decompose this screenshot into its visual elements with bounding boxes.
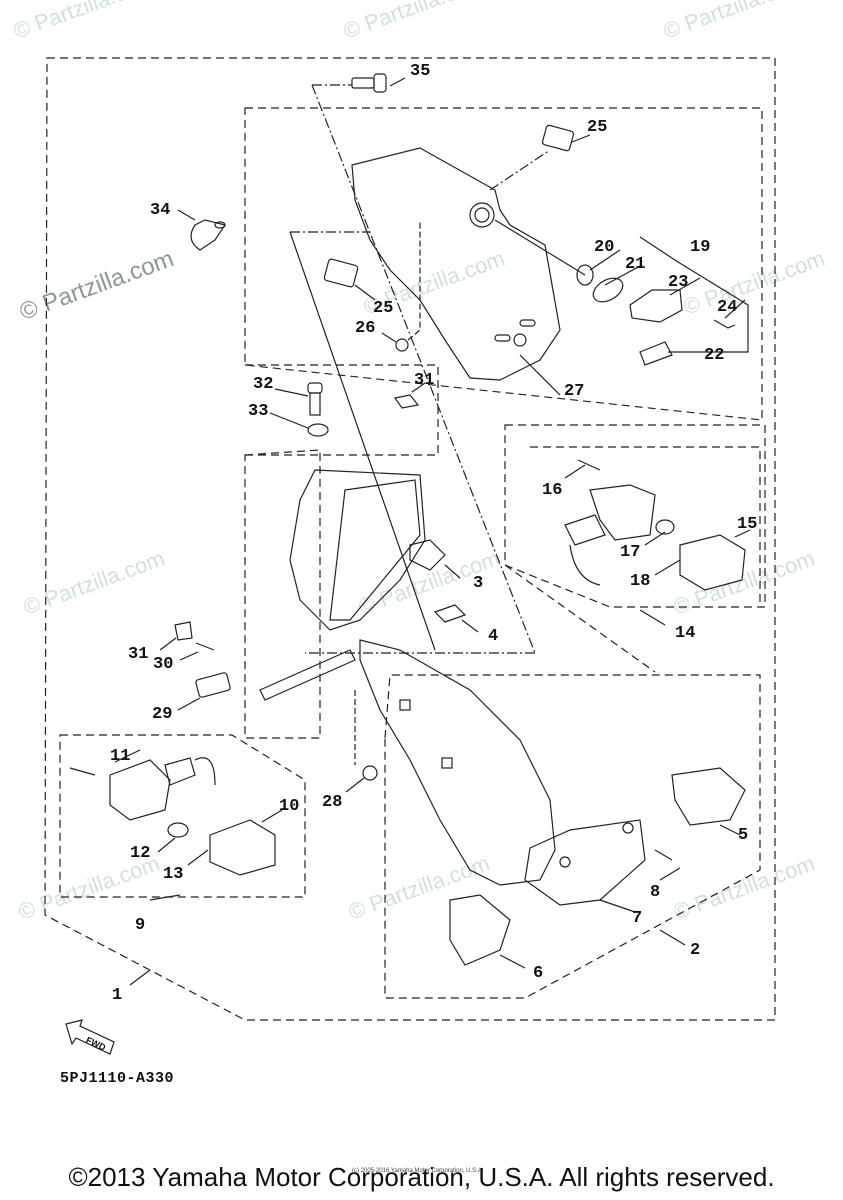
nut-28 xyxy=(345,690,378,793)
callout-8: 8 xyxy=(650,883,660,902)
screw-11 xyxy=(69,767,96,776)
screw-24 xyxy=(713,319,736,329)
plate-bracket xyxy=(259,649,356,701)
callout-28: 28 xyxy=(322,793,342,812)
callout-7: 7 xyxy=(632,909,642,928)
bulb-12 xyxy=(167,822,189,838)
boundary-bracket-group xyxy=(244,107,763,421)
callout-31-lower: 31 xyxy=(128,645,148,664)
o-ring-21 xyxy=(592,277,624,303)
cover-7 xyxy=(524,819,646,913)
callout-25-lower: 25 xyxy=(373,299,393,318)
callout-22: 22 xyxy=(704,346,724,365)
callout-21: 21 xyxy=(625,255,645,274)
forward-direction-icon: FWD xyxy=(65,1019,115,1055)
flasher-right xyxy=(564,459,751,626)
boundary-bolt-group xyxy=(245,364,439,456)
rear-fender xyxy=(359,639,556,886)
grommet-25-upper xyxy=(541,124,591,152)
clip-31-lower xyxy=(159,621,193,651)
callout-30: 30 xyxy=(153,655,173,674)
lens-10 xyxy=(209,819,276,876)
lens-15 xyxy=(679,534,746,591)
callout-16: 16 xyxy=(542,481,562,500)
small-copyright-text: (c) 2005-2016 Yamaha Motor Corporation, … xyxy=(352,1168,484,1174)
callout-9: 9 xyxy=(135,916,145,935)
diagram-code: 5PJ1110-A330 xyxy=(60,1070,175,1087)
callout-14: 14 xyxy=(675,624,695,643)
washer-33 xyxy=(269,412,329,437)
callout-27: 27 xyxy=(564,382,584,401)
callout-35: 35 xyxy=(410,62,430,81)
lens-23 xyxy=(629,289,683,323)
callout-1: 1 xyxy=(112,986,122,1005)
nut-26 xyxy=(381,222,421,352)
bulb-3 xyxy=(409,539,446,571)
copyright-text: ©2013 Yamaha Motor Corporation, U.S.A. A… xyxy=(68,1162,775,1192)
tail-light-housing xyxy=(289,469,461,631)
clamp-34 xyxy=(177,209,226,251)
callout-18: 18 xyxy=(630,572,650,591)
screw-16 xyxy=(577,459,601,471)
callout-32: 32 xyxy=(253,375,273,394)
callout-5: 5 xyxy=(738,826,748,845)
callout-10: 10 xyxy=(279,797,299,816)
callout-19: 19 xyxy=(690,238,710,257)
grommet-25-lower xyxy=(323,258,376,301)
callout-26: 26 xyxy=(355,319,375,338)
boundary-flasher-9 xyxy=(59,734,306,898)
callout-4: 4 xyxy=(488,627,498,646)
callout-3: 3 xyxy=(473,574,483,593)
callout-12: 12 xyxy=(130,844,150,863)
boundary-tail-group xyxy=(244,449,321,739)
flasher-left xyxy=(69,749,283,901)
callout-29: 29 xyxy=(152,705,172,724)
boundary-assembly-1 xyxy=(44,57,776,1021)
callout-23: 23 xyxy=(668,273,688,292)
bolt-35 xyxy=(351,73,406,93)
cover-5 xyxy=(671,767,746,836)
callout-2: 2 xyxy=(690,941,700,960)
callout-17: 17 xyxy=(620,543,640,562)
callout-15: 15 xyxy=(737,515,757,534)
callout-34: 34 xyxy=(150,201,170,220)
clip-31-upper xyxy=(393,382,426,409)
callout-24: 24 xyxy=(717,298,737,317)
license-light-19 xyxy=(494,219,749,366)
grommet-29 xyxy=(177,672,231,711)
callout-25-upper: 25 xyxy=(587,118,607,137)
callout-31-upper: 31 xyxy=(414,371,434,390)
bulb-17 xyxy=(655,519,675,535)
bolt-32 xyxy=(274,382,323,416)
cover-22 xyxy=(639,341,673,366)
screw-8 xyxy=(654,849,681,881)
cover-6 xyxy=(449,894,526,969)
boundary-flasher-14 xyxy=(504,424,766,608)
gasket-4 xyxy=(433,604,479,633)
callout-33: 33 xyxy=(248,402,268,421)
callout-13: 13 xyxy=(163,865,183,884)
bulb-20 xyxy=(576,264,594,286)
screw-30 xyxy=(179,642,215,661)
flasher-body-11 xyxy=(109,759,171,821)
callout-11: 11 xyxy=(110,747,130,766)
callout-6: 6 xyxy=(533,964,543,983)
bracket-27 xyxy=(351,147,561,396)
flasher-body xyxy=(589,484,656,541)
callout-20: 20 xyxy=(594,238,614,257)
boundary-cover-2 xyxy=(384,674,761,999)
